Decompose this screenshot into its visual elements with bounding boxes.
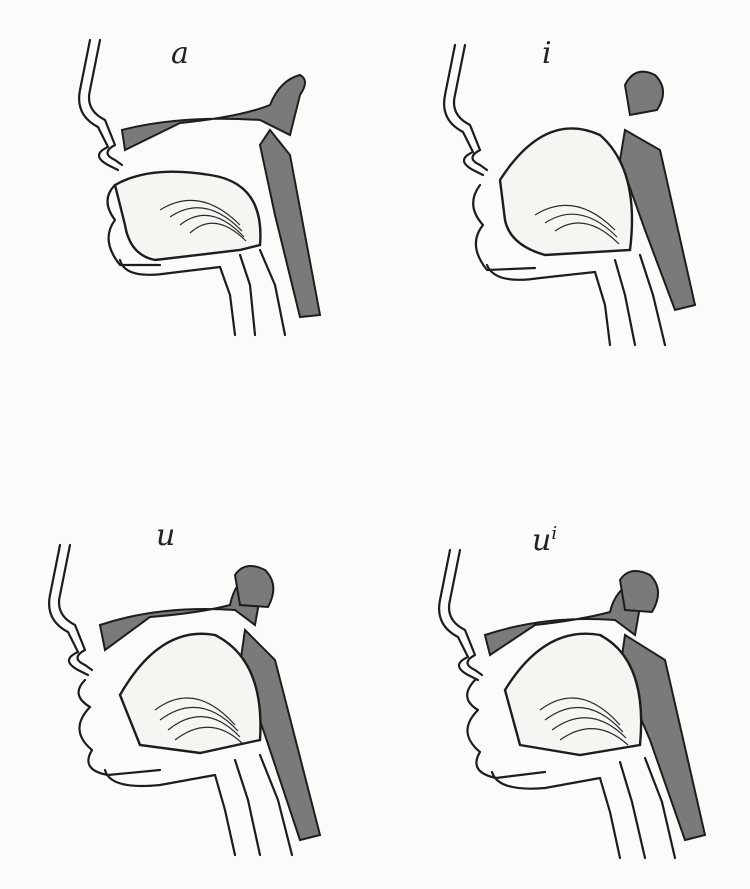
vocal-tract-figure-u-i <box>438 548 707 860</box>
vocal-tract-figure-u <box>48 543 322 857</box>
vocal-tract-figure-i <box>443 43 697 347</box>
label-i: i <box>542 36 552 71</box>
label-u-i: ui <box>532 523 558 558</box>
label-a: a <box>171 36 189 71</box>
vocal-tract-figure-a <box>78 38 322 337</box>
label-u: u <box>156 518 176 553</box>
